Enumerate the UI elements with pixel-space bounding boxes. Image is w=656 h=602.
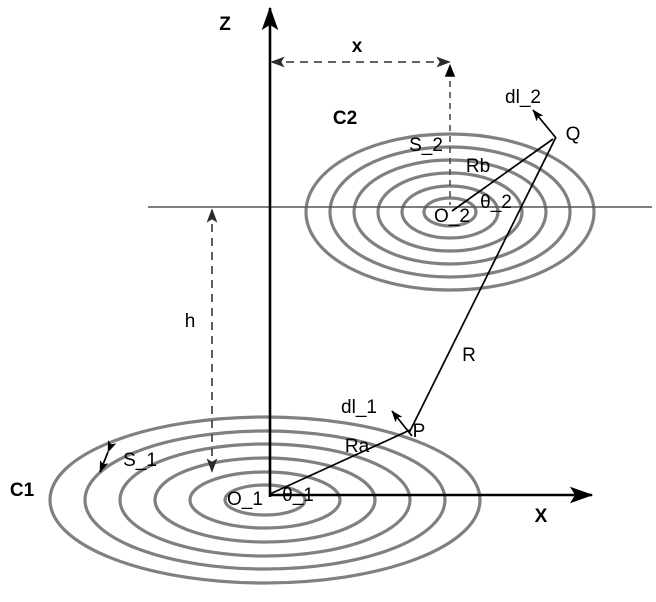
rb-radius-line xyxy=(451,138,554,212)
s1-spacing-arrow xyxy=(99,440,117,473)
s2-spacing-label: S_2 xyxy=(409,135,443,156)
point-q-label: Q xyxy=(566,124,581,145)
ra-radius-line xyxy=(269,429,411,495)
x-dimension-drop-arrowhead xyxy=(444,63,456,77)
x-dimension-label: x xyxy=(352,36,363,57)
r-label: R xyxy=(462,345,476,366)
o1-center-label: O_1 xyxy=(227,489,263,510)
x-axis-label: X xyxy=(535,506,548,527)
s1-spacing-label: S_1 xyxy=(123,450,157,471)
rb-label: Rb xyxy=(466,156,490,177)
coil-c1-rings xyxy=(48,415,482,585)
r-distance-line xyxy=(408,136,557,434)
dl2-label: dl_2 xyxy=(505,87,541,108)
dl1-label: dl_1 xyxy=(341,397,377,418)
h-dimension-label: h xyxy=(185,311,196,332)
point-p-label: P xyxy=(413,421,426,442)
dl2-tangent-arrow xyxy=(532,109,557,139)
coil-c2-label: C2 xyxy=(333,108,357,129)
theta1-label: θ_1 xyxy=(282,485,314,506)
ra-label: Ra xyxy=(345,436,370,457)
theta2-label: θ_2 xyxy=(480,192,512,213)
o2-center-label: O_2 xyxy=(434,206,470,227)
z-axis-label: Z xyxy=(219,14,231,35)
coil-c1-label: C1 xyxy=(10,480,35,501)
dl1-tangent-arrow xyxy=(391,410,413,437)
